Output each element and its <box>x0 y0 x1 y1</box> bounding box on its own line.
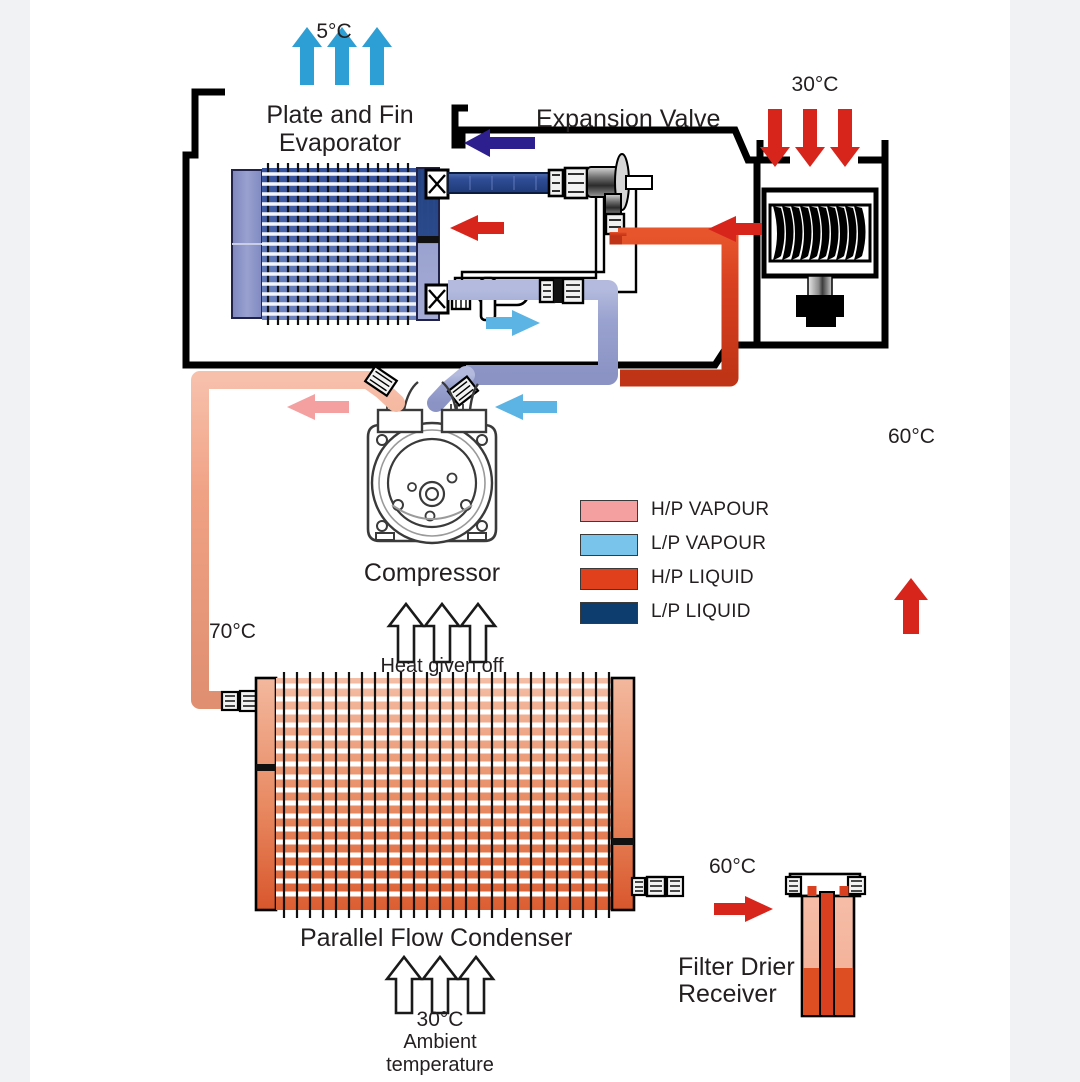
evaporator-title-line1: Plate and Fin <box>266 101 414 129</box>
ambient-temp-label: 30°C <box>416 1008 464 1031</box>
discharge-temp-label: 70°C <box>209 620 256 643</box>
receiver-temp-label: 60°C <box>709 855 756 878</box>
ambient-line1: Ambient <box>403 1031 477 1053</box>
ambient-line2: temperature <box>386 1054 494 1076</box>
legend-swatch-0 <box>580 500 638 522</box>
heat-given-off-label: Heat given off <box>380 655 504 677</box>
evaporator-inlet-arrow <box>450 215 504 241</box>
evaporator-duct-bracket <box>232 341 757 369</box>
condenser-label: Parallel Flow Condenser <box>300 924 573 952</box>
filter-drier-line2: Receiver <box>678 980 777 1008</box>
heater-core-blower <box>761 187 879 327</box>
legend-swatch-3 <box>580 602 638 624</box>
riser-temp-label: 60°C <box>888 425 935 448</box>
condenser-heat-arrows <box>386 601 498 664</box>
legend-swatch-1 <box>580 534 638 556</box>
evaporator-outlet-arrow <box>486 310 540 336</box>
lp-vapour-suction-line <box>427 277 618 412</box>
evaporator-air-arrows <box>292 27 392 85</box>
heater-temp-label: 30°C <box>791 73 839 96</box>
legend-label-1: L/P VAPOUR <box>651 533 767 554</box>
compressor <box>366 381 498 545</box>
plate-and-fin-evaporator <box>231 163 440 325</box>
lp-liquid-pipe <box>447 166 589 200</box>
evaporator-inlet-fitting <box>424 168 450 200</box>
suction-return-arrow <box>495 394 557 420</box>
expansion-valve-label: Expansion Valve <box>536 105 721 133</box>
hp-liquid-line <box>609 227 739 387</box>
receiver-flow-arrow <box>714 896 773 922</box>
condenser-outlet-line <box>630 875 800 898</box>
legend-label-2: H/P LIQUID <box>651 567 754 588</box>
discharge-arrow <box>287 394 349 420</box>
evaporator-temp-label: 5°C <box>316 20 352 43</box>
expansion-valve-leader-bracket <box>451 104 758 164</box>
evaporator-leader-bracket <box>182 88 232 369</box>
filter-drier-line1: Filter Drier <box>678 953 795 981</box>
filter-drier-receiver <box>784 872 867 1018</box>
legend-label-0: H/P VAPOUR <box>651 499 770 520</box>
parallel-flow-condenser <box>254 672 636 918</box>
legend-swatch-2 <box>580 568 638 590</box>
legend-label-3: L/P LIQUID <box>651 601 751 622</box>
heater-to-valve-arrow <box>708 216 762 242</box>
hp-vapour-discharge-line <box>191 364 405 713</box>
expansion-inlet-arrow <box>464 129 535 157</box>
fan-blades <box>773 206 866 260</box>
heater-air-arrows <box>760 109 860 167</box>
ambient-air-arrows <box>384 954 496 1015</box>
compressor-label: Compressor <box>363 559 501 587</box>
riser-flow-arrow <box>894 578 928 634</box>
evaporator-title-line2: Evaporator <box>278 129 402 157</box>
evaporator-outlet-fitting <box>424 283 450 315</box>
